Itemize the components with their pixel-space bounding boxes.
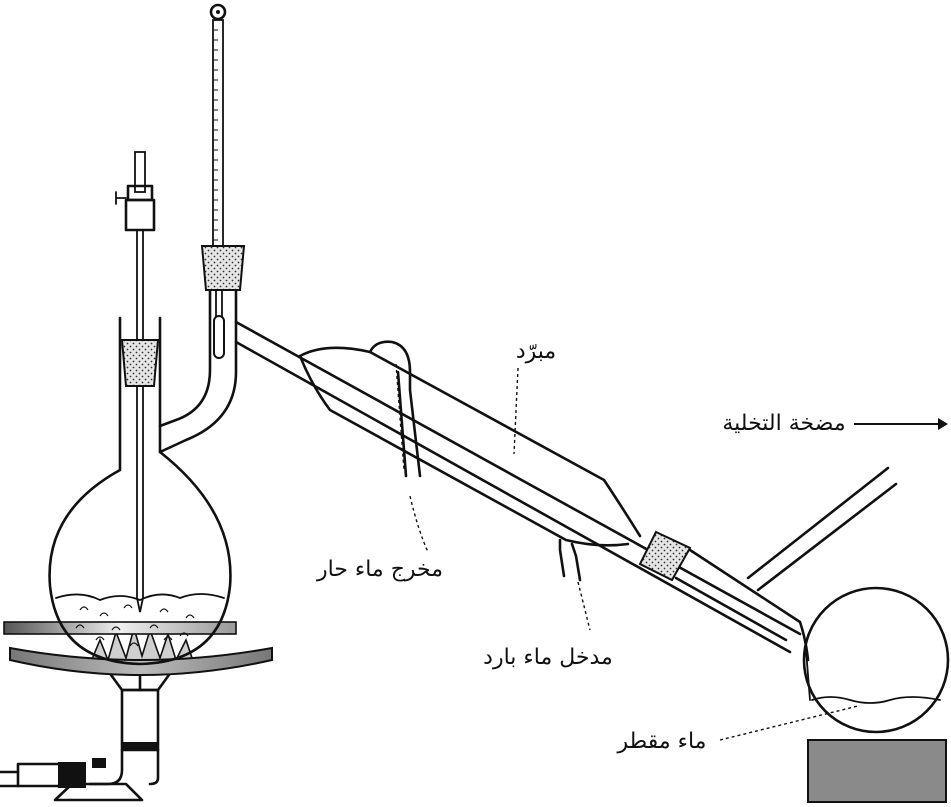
leader-hot-water xyxy=(409,495,429,553)
distillation-flask xyxy=(48,278,238,666)
label-cold-water-inlet: مدخل ماء بارد xyxy=(483,645,613,670)
leader-distilled-water xyxy=(719,705,859,741)
vacuum-arrow-icon xyxy=(854,418,948,430)
thermometer xyxy=(209,3,227,359)
leader-cold-water xyxy=(577,581,591,631)
receiver-flask xyxy=(802,586,950,734)
bunsen-burner xyxy=(0,666,176,802)
label-condenser: مبرّد xyxy=(516,339,556,364)
label-distilled-water: ماء مقطر xyxy=(617,729,707,754)
adapter-stopper xyxy=(638,530,692,582)
thermometer-stopper xyxy=(200,245,246,291)
leader-condenser xyxy=(513,367,519,455)
boiling-chips xyxy=(75,604,195,647)
receiver-support-block xyxy=(807,739,947,803)
flask-stopper xyxy=(120,339,160,387)
label-vacuum-pump: مضخة التخلية xyxy=(722,411,845,436)
wire-gauze xyxy=(9,646,273,676)
support-plate xyxy=(3,621,237,635)
condenser xyxy=(234,320,802,654)
vacuum-adapter xyxy=(674,466,898,662)
label-hot-water-outlet: مخرج ماء حار xyxy=(316,557,443,582)
capillary-tube xyxy=(115,151,156,613)
